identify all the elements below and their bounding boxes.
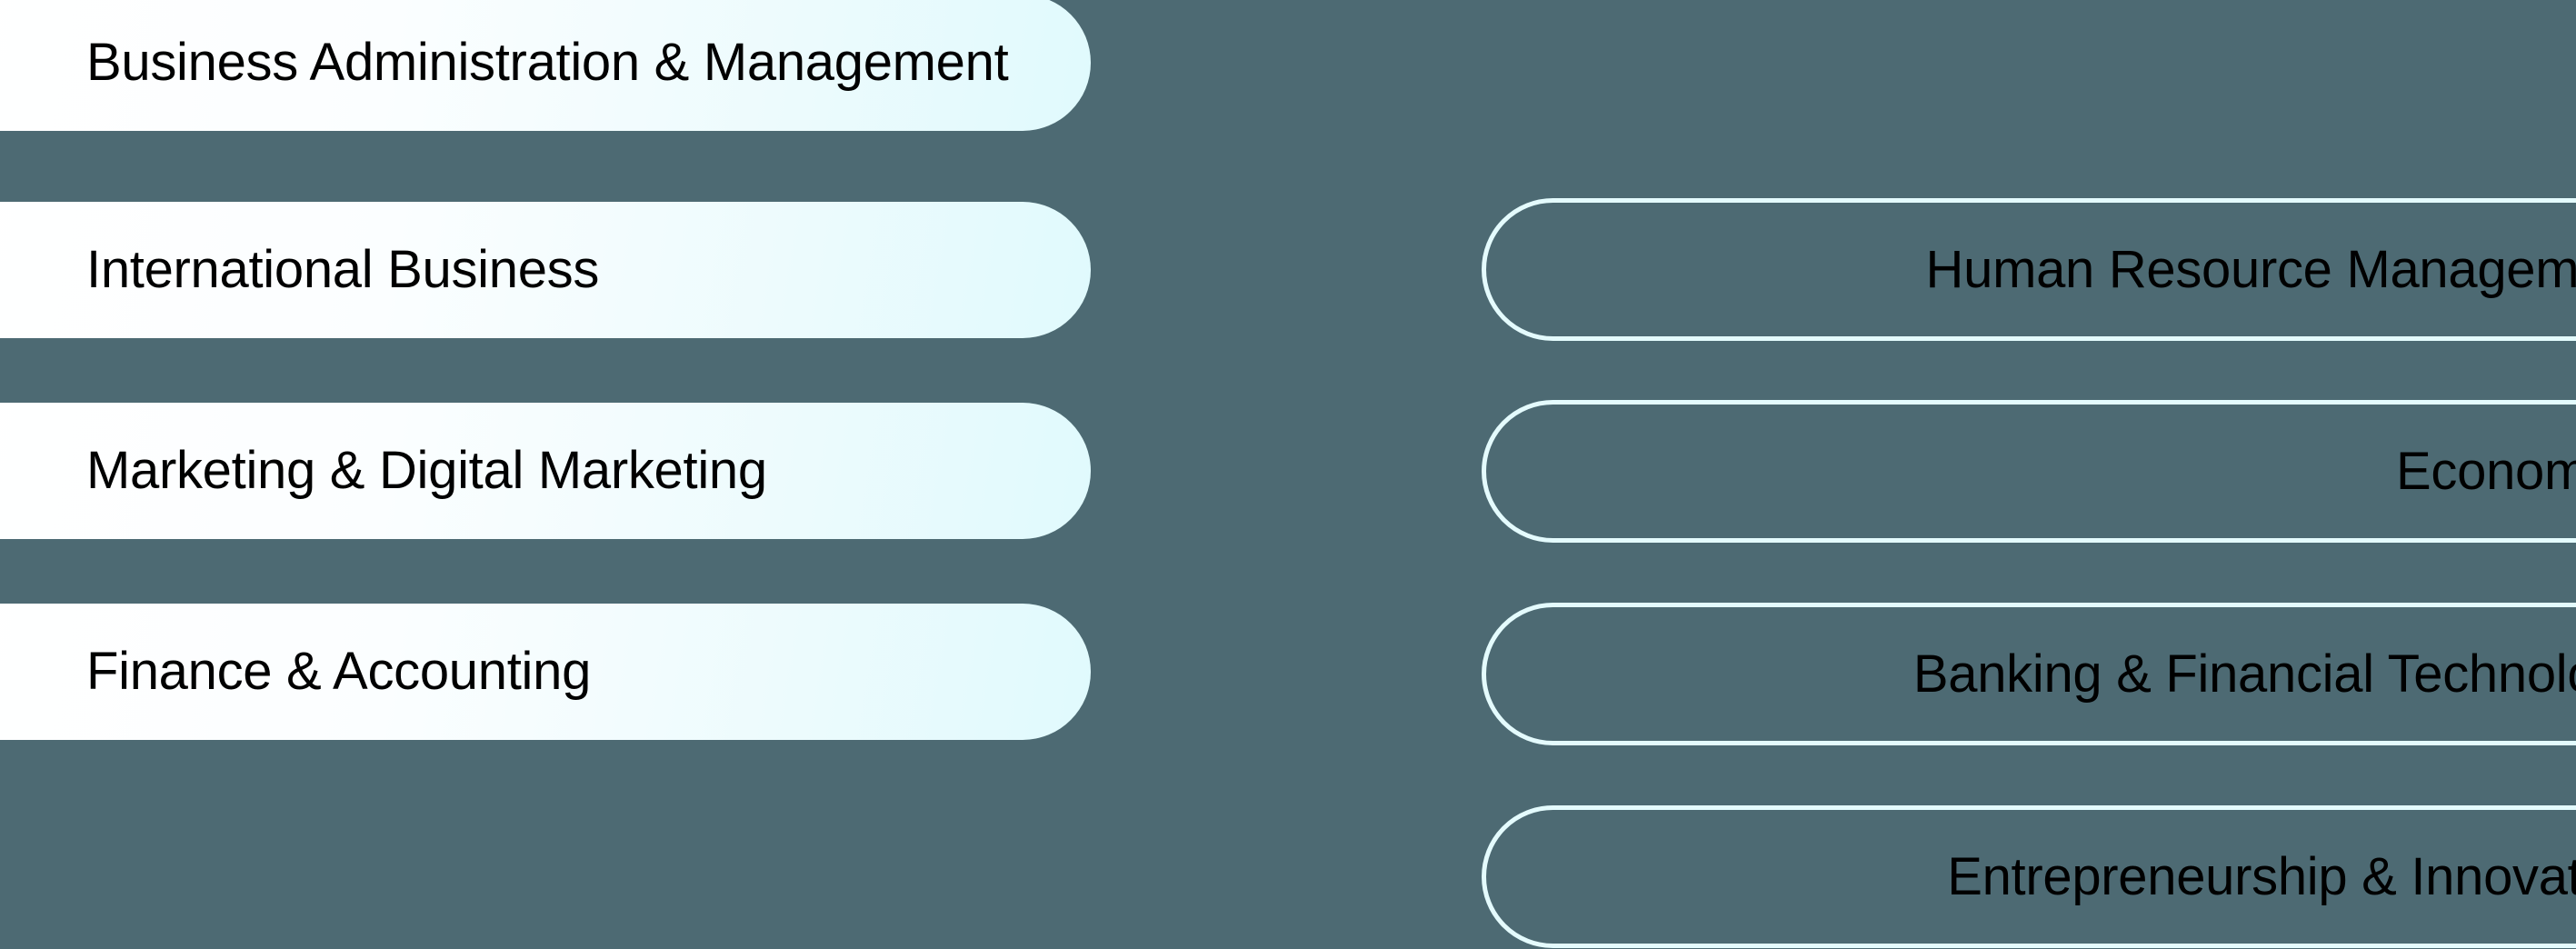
program-pill-label: International Business <box>86 240 600 299</box>
program-pill-label: Entrepreneurship & Innovation <box>1947 846 2576 906</box>
program-pill-international-business[interactable]: International Business <box>0 202 1091 338</box>
program-pill-banking-financial-technology[interactable]: Banking & Financial Technology <box>1482 603 2576 745</box>
program-pill-label: Business Administration & Management <box>86 33 1009 92</box>
program-pill-label: Banking & Financial Technology <box>1912 644 2576 704</box>
program-pill-human-resource-management[interactable]: Human Resource Management <box>1482 198 2576 341</box>
program-pill-marketing-digital-marketing[interactable]: Marketing & Digital Marketing <box>0 403 1091 539</box>
program-pill-label: Economics <box>2396 441 2576 501</box>
program-pill-label: Finance & Accounting <box>86 642 592 701</box>
program-pill-business-administration-management[interactable]: Business Administration & Management <box>0 0 1091 131</box>
program-pill-label: Marketing & Digital Marketing <box>86 441 767 500</box>
program-pill-finance-accounting[interactable]: Finance & Accounting <box>0 604 1091 740</box>
program-pill-economics[interactable]: Economics <box>1482 400 2576 543</box>
program-pill-label: Human Resource Management <box>1925 239 2576 299</box>
program-pill-entrepreneurship-innovation[interactable]: Entrepreneurship & Innovation <box>1482 805 2576 948</box>
